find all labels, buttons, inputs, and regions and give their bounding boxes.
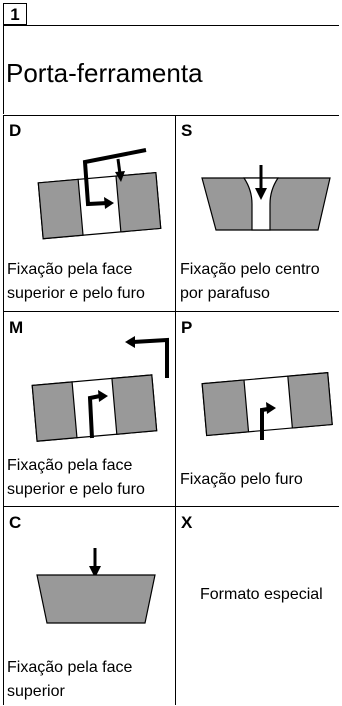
desc-line: Fixação pelo centro (180, 261, 320, 278)
desc-x: Formato especial (200, 583, 323, 607)
desc-p: Fixação pelo furo (180, 468, 303, 492)
desc-d: Fixação pela face superior e pelo furo (7, 258, 145, 306)
row-divider (3, 311, 339, 312)
screw-center-icon (201, 165, 331, 231)
code-c: C (9, 513, 22, 532)
desc-m: Fixação pela face superior e pelo furo (7, 454, 145, 502)
clamp-top-and-hole-icon (37, 148, 162, 240)
desc-line: Formato especial (200, 586, 323, 603)
code-m: M (9, 318, 24, 337)
desc-line: por parafuso (180, 285, 270, 302)
row-divider (3, 506, 339, 507)
desc-line: Fixação pela face (7, 261, 133, 278)
grid-left-border (3, 115, 4, 705)
column-divider (175, 115, 176, 705)
page-title: Porta-ferramenta (6, 58, 203, 88)
header-rule (3, 25, 339, 26)
title-left-rule (3, 26, 4, 114)
code-p: P (181, 318, 193, 337)
desc-line: Fixação pela face (7, 457, 133, 474)
desc-line: superior e pelo furo (7, 285, 145, 302)
code-x: X (181, 513, 193, 532)
desc-line: Fixação pelo furo (180, 471, 303, 488)
desc-s: Fixação pelo centro por parafuso (180, 258, 320, 306)
clamp-hole-icon (201, 372, 333, 440)
desc-line: superior e pelo furo (7, 481, 145, 498)
desc-c: Fixação pela face superior (7, 656, 132, 704)
row-divider (3, 115, 339, 116)
desc-line: Fixação pela face (7, 659, 133, 676)
clamp-top-icon (36, 548, 156, 624)
code-d: D (9, 121, 22, 140)
section-number: 1 (3, 3, 27, 25)
section-header: 1 (3, 3, 339, 26)
desc-line: superior (7, 683, 65, 700)
code-s: S (181, 121, 193, 140)
clamp-top-and-hole-icon (31, 336, 169, 442)
